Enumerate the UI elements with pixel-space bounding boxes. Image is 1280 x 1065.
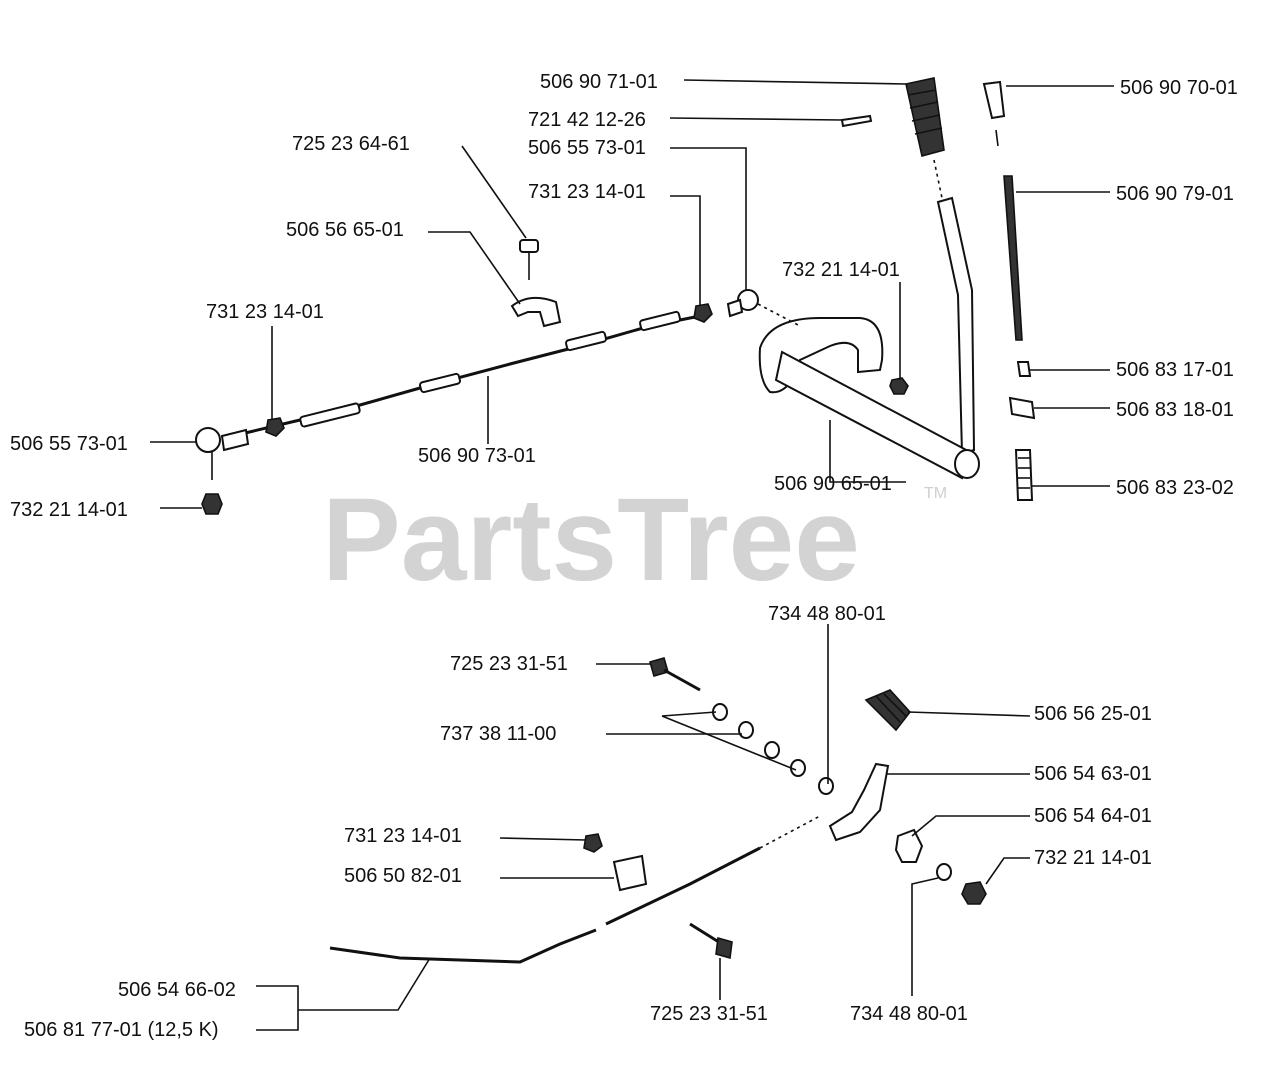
label-734488001-bot: 734 48 80-01: [850, 1003, 968, 1025]
label-731231401-top: 731 23 14-01: [528, 181, 646, 203]
label-506817701: 506 81 77-01 (12,5 K): [24, 1019, 219, 1041]
label-725233151-top: 725 23 31-51: [450, 653, 568, 675]
label-734488001-top: 734 48 80-01: [768, 603, 886, 625]
label-506907001: 506 90 70-01: [1120, 77, 1238, 99]
watermark-trademark: TM: [924, 485, 947, 502]
label-506907101: 506 90 71-01: [540, 71, 658, 93]
label-506831801: 506 83 18-01: [1116, 399, 1234, 421]
label-732211401-mid: 732 21 14-01: [782, 259, 900, 281]
label-725233151-bot: 725 23 31-51: [650, 1003, 768, 1025]
upper-assembly-drawing: [195, 77, 1036, 515]
watermark-text: PartsTree: [322, 474, 860, 606]
part-labels: 506 90 71-01 721 42 12-26 506 55 73-01 7…: [10, 71, 1238, 1041]
label-732211401-bot: 732 21 14-01: [1034, 847, 1152, 869]
label-506906501: 506 90 65-01: [774, 473, 892, 495]
label-506562501: 506 56 25-01: [1034, 703, 1152, 725]
label-725236461: 725 23 64-61: [292, 133, 410, 155]
lower-assembly-drawing: [329, 657, 987, 964]
label-506907901: 506 90 79-01: [1116, 183, 1234, 205]
label-506566501: 506 56 65-01: [286, 219, 404, 241]
label-506557301-top: 506 55 73-01: [528, 137, 646, 159]
label-506557301-left: 506 55 73-01: [10, 433, 128, 455]
label-506907301: 506 90 73-01: [418, 445, 536, 467]
label-506831701: 506 83 17-01: [1116, 359, 1234, 381]
label-506832302: 506 83 23-02: [1116, 477, 1234, 499]
label-506546401: 506 54 64-01: [1034, 805, 1152, 827]
label-506508201: 506 50 82-01: [344, 865, 462, 887]
label-721421226: 721 42 12-26: [528, 109, 646, 131]
label-506546301: 506 54 63-01: [1034, 763, 1152, 785]
label-506546602: 506 54 66-02: [118, 979, 236, 1001]
label-731231401-bot: 731 23 14-01: [344, 825, 462, 847]
leader-lines: [150, 79, 1114, 1031]
label-737381100: 737 38 11-00: [440, 723, 556, 745]
label-731231401-left: 731 23 14-01: [206, 301, 324, 323]
label-732211401-left: 732 21 14-01: [10, 499, 128, 521]
